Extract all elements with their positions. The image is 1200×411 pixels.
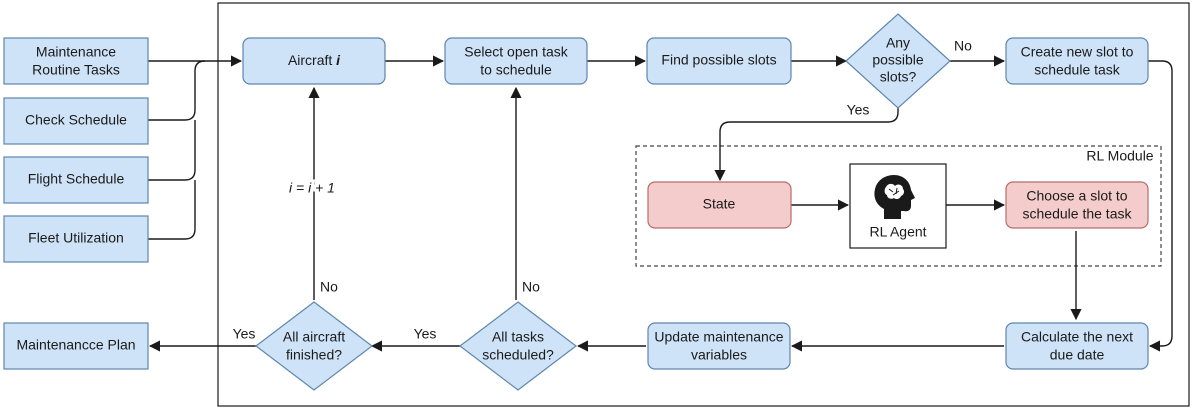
node-aircraft-label: Aircraft i	[288, 52, 341, 68]
edge-label-yes-any-slots: Yes	[847, 102, 870, 118]
edge-label-no-any-slots: No	[954, 38, 972, 54]
node-select-task: Select open task to schedule	[444, 37, 588, 85]
output-maintenance-plan: Maintenancce Plan	[3, 322, 149, 370]
input-check-schedule-label: Check Schedule	[25, 112, 127, 128]
node-create-slot-line2: schedule task	[1034, 62, 1121, 78]
node-find-slots: Find possible slots	[646, 37, 792, 85]
node-create-slot: Create new slot to schedule task	[1005, 37, 1149, 85]
node-rl-agent-label: RL Agent	[869, 224, 926, 240]
decision-all-aircraft: All aircraft finished?	[255, 301, 373, 391]
rl-module-label: RL Module	[1086, 148, 1153, 164]
edge-fleet-utilization-to-bus	[148, 180, 196, 240]
edge-label-increment: i = i + 1	[289, 180, 335, 196]
edge-label-yes-all-aircraft: Yes	[233, 326, 256, 342]
input-fleet-utilization: Fleet Utilization	[3, 215, 149, 263]
node-choose-slot: Choose a slot to schedule the task	[1005, 181, 1149, 229]
input-maintenance-tasks: Maintenance Routine Tasks	[3, 37, 149, 85]
decision-all-tasks-line2: scheduled?	[482, 347, 554, 363]
input-maintenance-tasks-line1: Maintenance	[36, 44, 116, 60]
output-maintenance-plan-label: Maintenancce Plan	[16, 337, 135, 353]
rl-module-box	[635, 145, 1162, 267]
node-state-label: State	[703, 196, 736, 212]
decision-any-slots-line1: Any	[886, 35, 910, 51]
decision-any-slots: Any possible slots?	[845, 13, 951, 109]
edge-label-yes-all-tasks: Yes	[414, 326, 437, 342]
edge-decision-yes-to-state	[714, 100, 899, 182]
node-find-slots-label: Find possible slots	[661, 52, 776, 68]
node-select-task-line2: to schedule	[480, 62, 552, 78]
node-update-vars: Update maintenance variables	[647, 322, 791, 370]
node-aircraft: Aircraft i	[242, 37, 386, 85]
edge-flight-schedule-to-bus	[148, 120, 196, 181]
input-flight-schedule-label: Flight Schedule	[28, 171, 125, 187]
edge-label-no-all-tasks: No	[522, 279, 540, 295]
node-calc-due-line2: due date	[1050, 347, 1105, 363]
decision-any-slots-line2: possible	[872, 52, 924, 68]
node-create-slot-line1: Create new slot to	[1021, 44, 1134, 60]
node-update-vars-line1: Update maintenance	[654, 329, 783, 345]
edge-label-no-all-aircraft: No	[320, 279, 338, 295]
edges	[148, 55, 1173, 352]
input-check-schedule: Check Schedule	[3, 97, 149, 145]
input-fleet-utilization-label: Fleet Utilization	[28, 230, 124, 246]
decision-any-slots-line3: slots?	[880, 69, 917, 85]
node-choose-slot-line2: schedule the task	[1023, 206, 1133, 222]
head-brain-icon	[874, 175, 915, 219]
decision-all-tasks: All tasks scheduled?	[459, 301, 577, 391]
node-rl-agent: RL Agent	[849, 163, 947, 249]
decision-all-aircraft-line1: All aircraft	[283, 329, 345, 345]
node-calc-due: Calculate the next due date	[1005, 322, 1149, 370]
node-calc-due-line1: Calculate the next	[1021, 329, 1133, 345]
node-select-task-line1: Select open task	[464, 44, 569, 60]
node-update-vars-line2: variables	[691, 347, 747, 363]
system-frame	[217, 2, 1190, 407]
decision-all-tasks-line1: All tasks	[492, 329, 544, 345]
node-choose-slot-line1: Choose a slot to	[1026, 188, 1127, 204]
edge-check-schedule-to-bus	[148, 60, 206, 121]
node-state: State	[647, 181, 792, 229]
input-maintenance-tasks-line2: Routine Tasks	[32, 62, 120, 78]
input-flight-schedule: Flight Schedule	[3, 156, 149, 204]
edge-create-to-calc	[1148, 60, 1173, 352]
decision-all-aircraft-line2: finished?	[286, 347, 342, 363]
